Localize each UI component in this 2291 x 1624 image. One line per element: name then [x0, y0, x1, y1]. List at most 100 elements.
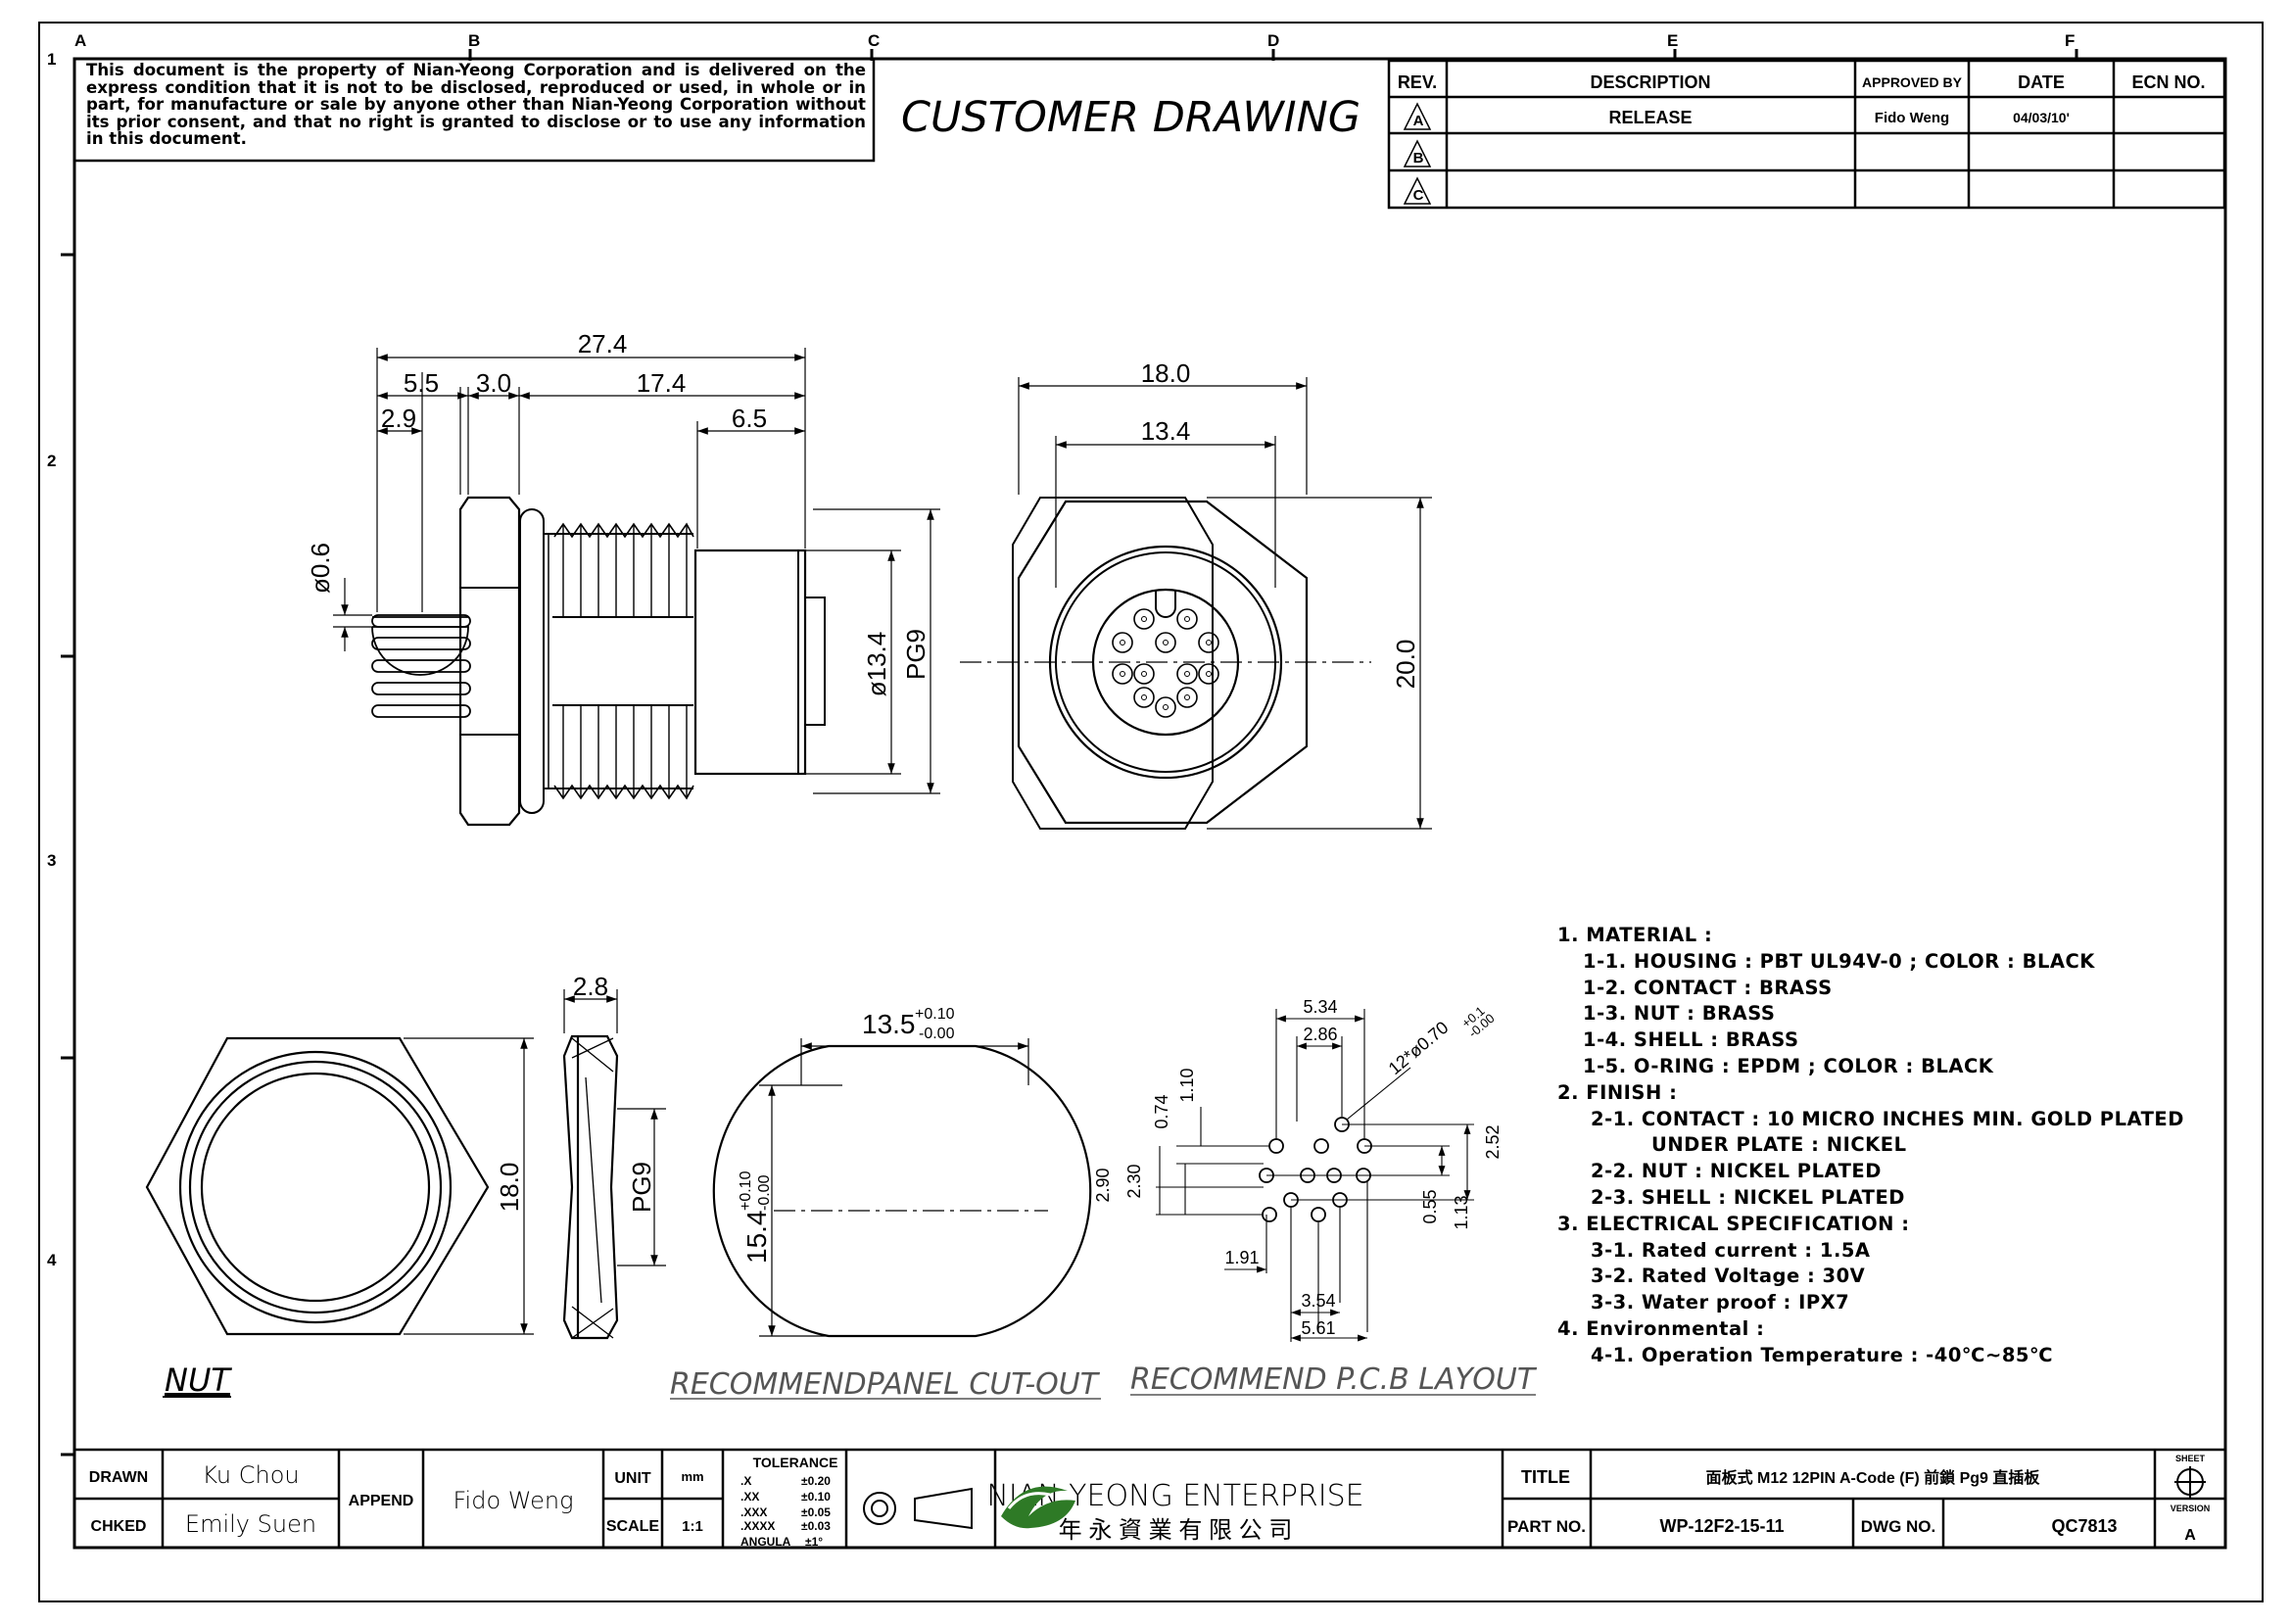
dim-cutout-width-plus: +0.10 [915, 1006, 955, 1023]
dim-pcb-5-34: 5.34 [1303, 997, 1337, 1017]
tol-angle-key: ANGULA [740, 1535, 791, 1549]
note-line: 4-1. Operation Temperature : -40℃~85℃ [1591, 1343, 2054, 1366]
append-value: Fido Weng [453, 1487, 574, 1514]
grid-col-d: D [1267, 31, 1279, 50]
side-view-pins [371, 614, 471, 718]
dim-6-5: 6.5 [732, 404, 767, 433]
dim-front-width: 18.0 [1141, 358, 1191, 388]
grid-row-3: 3 [47, 851, 56, 870]
pcb-label: RECOMMEND P.C.B LAYOUT [1130, 1362, 1538, 1397]
note-line: 1-5. O-RING : EPDM ; COLOR : BLACK [1583, 1054, 1994, 1077]
grid-col-e: E [1667, 31, 1678, 50]
dim-cutout-width-minus: -0.00 [919, 1026, 955, 1042]
unit-label: UNIT [614, 1470, 651, 1487]
nut-label: NUT [165, 1361, 232, 1399]
note-line: 2-3. SHELL : NICKEL PLATED [1591, 1185, 1905, 1209]
title-value: 面板式 M12 12PIN A-Code (F) 前鎖 Pg9 直插板 [1706, 1468, 2041, 1487]
drawn-label: DRAWN [89, 1469, 148, 1486]
dwg-no-value: QC7813 [2051, 1516, 2117, 1536]
front-view-dim-text: 18.0 13.4 20.0 [1141, 358, 1420, 689]
tolerance-list: .X ±0.20 .XX ±0.10 .XXX ±0.05 .XXXX ±0.0… [740, 1474, 831, 1549]
cutout-label: RECOMMENDPANEL CUT-OUT [670, 1367, 1101, 1402]
rev-c: C [1413, 187, 1424, 204]
grid-col-f: F [2065, 31, 2075, 50]
outer-frame [38, 22, 2264, 1602]
dim-body-diameter: ø13.4 [862, 632, 891, 697]
dim-nut-height: 18.0 [495, 1163, 524, 1213]
grid-col-a: A [74, 31, 86, 50]
note-line: 1. MATERIAL : [1557, 924, 1713, 946]
tol-xx-val: ±0.10 [801, 1490, 831, 1504]
drawing-title: CUSTOMER DRAWING [901, 93, 1360, 142]
dim-pcb-3-54: 3.54 [1301, 1291, 1335, 1311]
note-line: UNDER PLATE : NICKEL [1651, 1133, 1907, 1157]
dim-pcb-2-86: 2.86 [1303, 1025, 1337, 1044]
append-label: APPEND [349, 1493, 414, 1509]
front-view-contact-centers [1120, 616, 1212, 710]
note-line: 3-1. Rated current : 1.5A [1591, 1238, 1871, 1262]
tol-xxxx-val: ±0.03 [801, 1519, 831, 1533]
pcb-dimensions [1156, 1009, 1474, 1342]
grid-labels: A B C D E F 1 2 3 4 [47, 31, 2075, 1269]
nut-dimensions [404, 989, 666, 1335]
rev-a: A [1413, 113, 1424, 129]
dim-2-9: 2.9 [381, 404, 416, 433]
company-name-cn: 年 永 資 業 有 限 公 司 [1059, 1517, 1293, 1544]
nut-view [145, 1034, 619, 1340]
rev-a-date: 04/03/10' [2013, 110, 2070, 125]
front-view-contacts [1112, 608, 1219, 718]
dim-pcb-1-13: 1.13 [1452, 1195, 1471, 1229]
dim-pcb-0-74: 0.74 [1152, 1094, 1171, 1128]
dim-cutout-height: 15.4 [741, 1211, 772, 1265]
tol-angle-val: ±1° [805, 1535, 823, 1549]
rev-a-description: RELEASE [1608, 108, 1692, 127]
note-line: 2. FINISH : [1557, 1080, 1678, 1104]
dim-thread-pg9: PG9 [901, 629, 931, 680]
side-view-dim-text: 27.4 5.5 3.0 17.4 2.9 6.5 ø0.6 ø13.4 PG9 [306, 329, 931, 696]
note-line: 1-1. HOUSING : PBT UL94V-0 ; COLOR : BLA… [1583, 949, 2095, 973]
checked-label: CHKED [91, 1518, 147, 1535]
side-view-dimensions [333, 348, 940, 794]
scale-label: SCALE [606, 1518, 660, 1535]
sheet-crosshair-icon [2174, 1466, 2206, 1498]
dim-pin-diameter: ø0.6 [306, 543, 335, 594]
dim-3-0: 3.0 [476, 368, 511, 398]
rev-b: B [1413, 150, 1424, 167]
grid-col-c: C [868, 31, 880, 50]
title-label: TITLE [1521, 1467, 1570, 1487]
dim-nut-thickness: 2.8 [573, 972, 608, 1001]
part-no-value: WP-12F2-15-11 [1659, 1516, 1784, 1536]
revision-table-text: REV. DESCRIPTION APPROVED BY DATE ECN NO… [1398, 72, 2206, 204]
pcb-dim-text: 5.34 2.86 12*ø0.70 +0.1 -0.00 0.74 1.10 … [1093, 997, 1503, 1338]
note-line: 1-2. CONTACT : BRASS [1583, 976, 1833, 999]
title-block-text: DRAWN Ku Chou CHKED Emily Suen APPEND Fi… [89, 1454, 2210, 1544]
grid-row-4: 4 [47, 1251, 57, 1269]
part-no-label: PART NO. [1507, 1517, 1586, 1536]
dim-pcb-5-61: 5.61 [1301, 1318, 1335, 1338]
dim-front-inner: 13.4 [1141, 416, 1191, 446]
checked-value: Emily Suen [185, 1510, 316, 1538]
rev-header: REV. [1398, 72, 1437, 92]
dim-pcb-1-10: 1.10 [1177, 1068, 1197, 1102]
note-line: 4. Environmental : [1557, 1316, 1765, 1340]
cutout-dimensions [759, 1038, 1048, 1337]
tol-x-val: ±0.20 [801, 1474, 831, 1488]
grid-col-b: B [468, 31, 480, 50]
dim-pcb-0-55: 0.55 [1420, 1189, 1440, 1223]
version-label: VERSION [2171, 1504, 2211, 1513]
disclaimer-box [72, 57, 876, 163]
notes-list: 1. MATERIAL : 1-1. HOUSING : PBT UL94V-0 … [1557, 923, 2263, 1369]
note-line: 1-4. SHELL : BRASS [1583, 1028, 1799, 1052]
dim-overall-length: 27.4 [578, 329, 628, 358]
projection-symbol-icon [863, 1487, 973, 1530]
cutout-dim-text: 13.5 +0.10 -0.00 15.4 +0.10 -0.00 [738, 1006, 955, 1264]
note-line: 2-2. NUT : NICKEL PLATED [1591, 1160, 1882, 1183]
dwg-no-label: DWG NO. [1861, 1517, 1936, 1536]
front-view [1012, 497, 1309, 830]
dim-pcb-hole: 12*ø0.70 [1385, 1018, 1453, 1078]
dim-nut-thread: PG9 [627, 1162, 656, 1213]
note-line: 3-3. Water proof : IPX7 [1591, 1291, 1850, 1314]
approved-header: APPROVED BY [1862, 74, 1963, 90]
grid-row-1: 1 [47, 50, 56, 69]
